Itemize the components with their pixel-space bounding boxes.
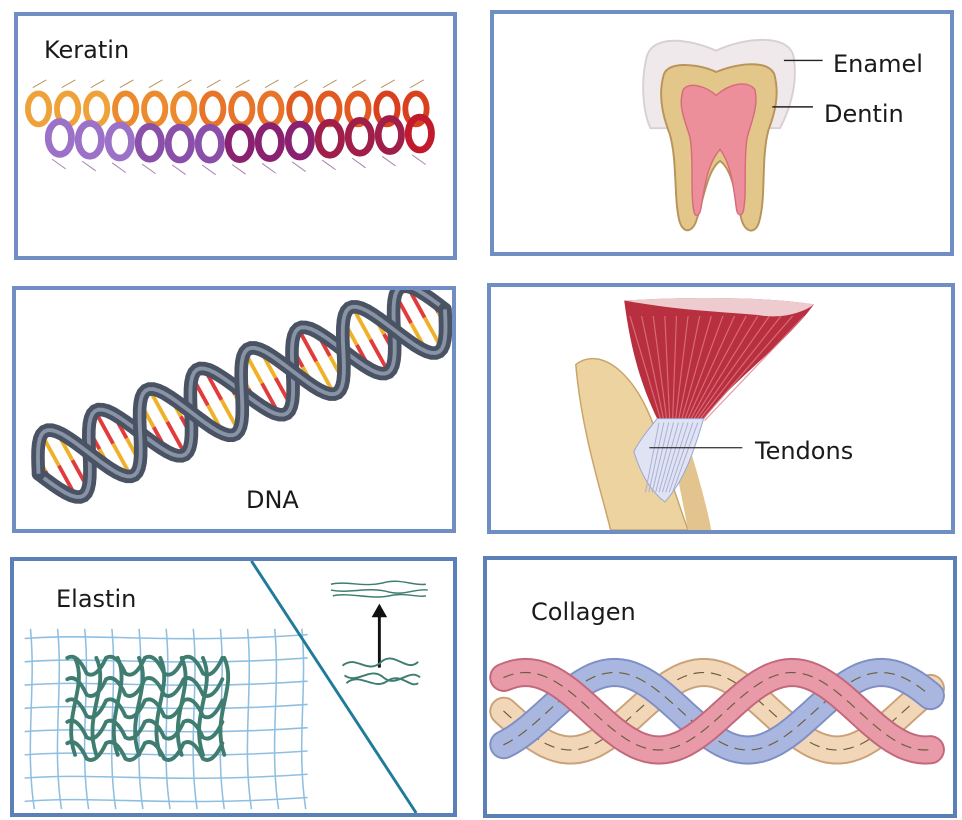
- side-chain: [262, 163, 276, 173]
- elastin-fiber: [67, 678, 222, 696]
- elastin-crosslink: [57, 629, 61, 809]
- keratin-coil-b: [258, 126, 281, 159]
- pulp-layer: [681, 84, 756, 216]
- keratin-coil-b: [138, 126, 161, 159]
- side-chain: [82, 161, 96, 171]
- relaxed-fiber: [343, 658, 421, 684]
- elastin-crosslink: [85, 629, 89, 809]
- dna-title: DNA: [246, 486, 299, 514]
- side-chain: [172, 165, 186, 175]
- side-chain: [265, 80, 279, 88]
- keratin-coil-a: [260, 93, 281, 124]
- side-chain: [207, 80, 221, 88]
- side-chain: [236, 80, 250, 88]
- elastin-crosslink: [275, 629, 279, 809]
- keratin-coil-a: [289, 93, 310, 124]
- side-chain: [232, 165, 246, 175]
- elastin-crosslink: [139, 629, 143, 809]
- elastin-title: Elastin: [56, 585, 136, 613]
- elastin-crosslink: [302, 629, 306, 809]
- keratin-title: Keratin: [44, 36, 129, 64]
- tendon-panel: Tendons: [487, 283, 955, 534]
- keratin-panel: Keratin: [14, 12, 457, 260]
- collagen-title: Collagen: [531, 598, 636, 626]
- elastin-crosslink: [25, 797, 308, 801]
- elastin-crosslink: [247, 629, 251, 809]
- side-chain: [202, 165, 216, 175]
- side-chain: [410, 80, 424, 88]
- side-chain: [142, 164, 156, 174]
- side-chain: [323, 80, 337, 88]
- side-chain: [112, 163, 126, 173]
- side-chain: [294, 80, 308, 88]
- collagen-panel: Collagen: [483, 556, 957, 818]
- elastin-crosslink: [25, 681, 308, 685]
- keratin-coil-b: [288, 124, 311, 157]
- side-chain: [322, 160, 336, 170]
- side-chain: [149, 80, 163, 88]
- keratin-coil-b: [108, 125, 131, 158]
- side-chain: [292, 162, 306, 172]
- elastin-crosslink: [25, 704, 308, 708]
- side-chain: [178, 80, 192, 88]
- muscle: [624, 298, 814, 423]
- elastin-fiber: [67, 657, 222, 675]
- keratin-coil-b: [48, 121, 71, 154]
- tendons-label: Tendons: [755, 437, 853, 465]
- side-chain: [382, 156, 396, 166]
- keratin-coil-a: [231, 93, 252, 124]
- side-chain: [33, 80, 47, 88]
- side-chain: [352, 158, 366, 168]
- tooth-panel: Enamel Dentin: [490, 10, 954, 256]
- dentin-label: Dentin: [824, 100, 904, 128]
- stretched-fiber: [331, 581, 428, 597]
- keratin-coil-a: [28, 93, 49, 124]
- enamel-label: Enamel: [833, 50, 923, 78]
- keratin-coil-b: [168, 127, 191, 160]
- side-chain: [120, 80, 134, 88]
- side-chain: [381, 80, 395, 88]
- keratin-coil-a: [202, 93, 223, 124]
- keratin-coil-b: [198, 127, 221, 160]
- side-chain: [412, 155, 426, 165]
- keratin-coil-b: [228, 127, 251, 160]
- dna-panel: DNA: [12, 286, 456, 533]
- side-chain: [62, 80, 76, 88]
- side-chain: [352, 80, 366, 88]
- keratin-coil-a: [144, 93, 165, 124]
- elastin-crosslink: [30, 629, 34, 809]
- side-chain: [52, 159, 66, 169]
- tendon-illustration: [491, 287, 951, 530]
- side-chain: [91, 80, 105, 88]
- elastin-crosslink: [193, 629, 197, 809]
- keratin-coil-a: [115, 93, 136, 124]
- elastin-panel: Elastin: [10, 557, 457, 817]
- keratin-coil-b: [78, 123, 101, 156]
- keratin-coil-a: [173, 93, 194, 124]
- dna-illustration: [16, 290, 452, 529]
- keratin-coil-a: [86, 93, 107, 124]
